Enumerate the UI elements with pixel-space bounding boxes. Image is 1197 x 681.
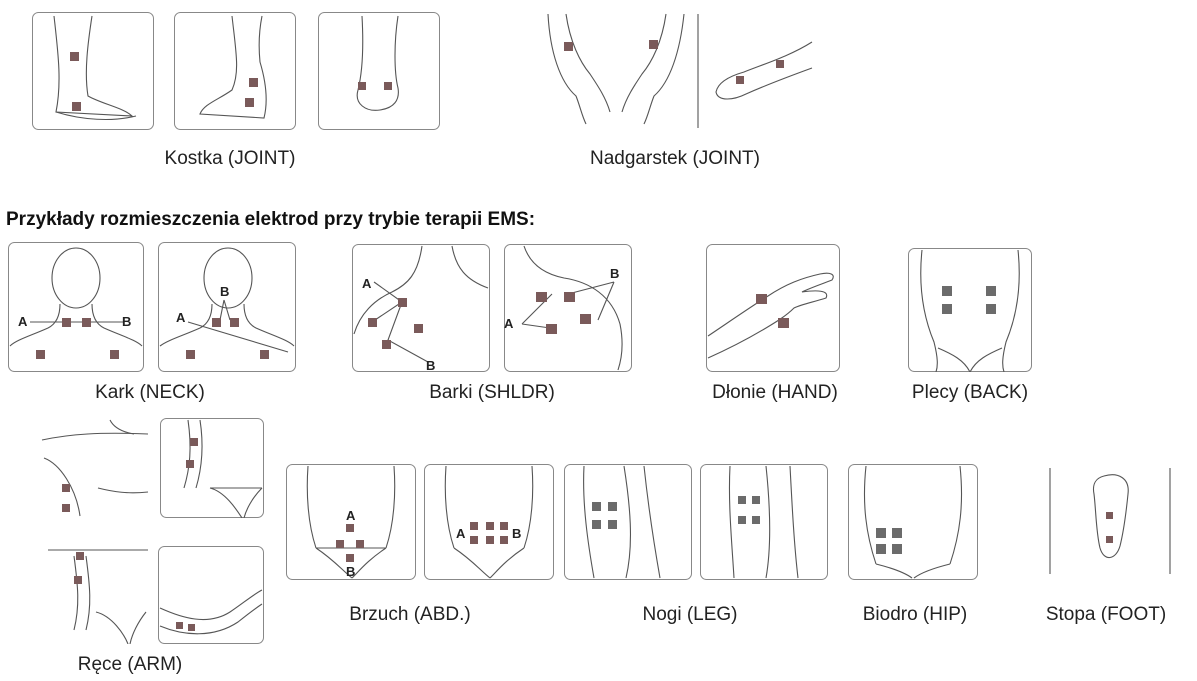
- caption-shoulder: Barki (SHLDR): [392, 382, 592, 404]
- abdomen-image-1: A B: [286, 464, 416, 580]
- shoulder-label-b: B: [426, 358, 435, 372]
- abd-label-b: B: [346, 564, 355, 579]
- caption-hip: Biodro (HIP): [830, 604, 1000, 626]
- section-heading: Przykłady rozmieszczenia elektrod przy t…: [6, 209, 535, 231]
- caption-back: Plecy (BACK): [880, 382, 1060, 404]
- hand-image: [706, 244, 840, 372]
- ankle-image-1: [32, 12, 154, 130]
- hip-image: [848, 464, 978, 580]
- abdomen-image-2: A B: [424, 464, 554, 580]
- neck2-label-b: B: [220, 284, 229, 299]
- leg-image-1: [564, 464, 692, 580]
- wrist-image-1: [546, 12, 686, 130]
- arm-image-1: [40, 418, 150, 518]
- abd2-label-a: A: [456, 526, 466, 541]
- caption-arm: Ręce (ARM): [60, 654, 200, 676]
- neck2-label-a: A: [176, 310, 186, 325]
- wrist-image-2: [694, 12, 816, 130]
- ankle-image-2: [174, 12, 296, 130]
- shoulder-image-2: A B: [504, 244, 632, 372]
- abd-label-a: A: [346, 508, 356, 523]
- back-image: [908, 248, 1032, 372]
- shoulder2-label-a: A: [504, 316, 514, 331]
- caption-foot: Stopa (FOOT): [1016, 604, 1196, 626]
- arm-image-2: [160, 418, 264, 518]
- neck-label-b: B: [122, 314, 131, 329]
- neck-image-1: A B: [8, 242, 144, 372]
- shoulder2-label-b: B: [610, 266, 619, 281]
- caption-neck: Kark (NECK): [50, 382, 250, 404]
- foot-image: [1048, 464, 1172, 580]
- caption-abdomen: Brzuch (ABD.): [310, 604, 510, 626]
- caption-ankle: Kostka (JOINT): [130, 148, 330, 170]
- abd2-label-b: B: [512, 526, 521, 541]
- ankle-image-3: [318, 12, 440, 130]
- caption-hand: Dłonie (HAND): [680, 382, 870, 404]
- neck-image-2: A B: [158, 242, 296, 372]
- arm-image-3: [44, 546, 148, 644]
- shoulder-image-1: A B: [352, 244, 490, 372]
- neck-label-a: A: [18, 314, 28, 329]
- shoulder-label-a: A: [362, 276, 372, 291]
- caption-leg: Nogi (LEG): [600, 604, 780, 626]
- arm-image-4: [158, 546, 264, 644]
- leg-image-2: [700, 464, 828, 580]
- caption-wrist: Nadgarstek (JOINT): [560, 148, 790, 170]
